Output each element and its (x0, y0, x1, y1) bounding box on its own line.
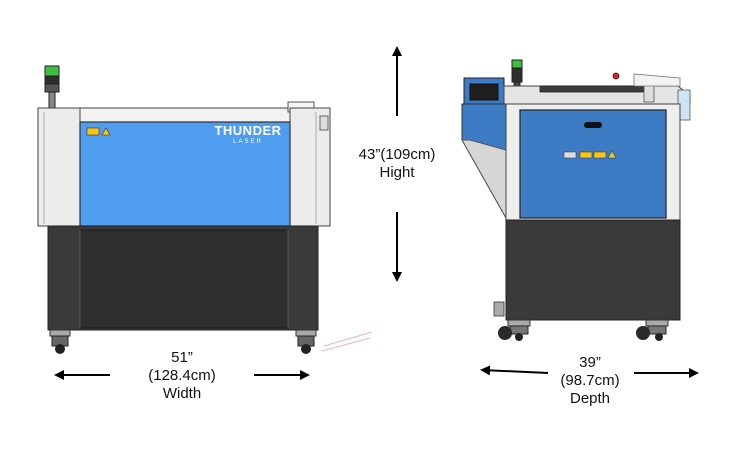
emergency-stop-icon (612, 72, 620, 80)
height-label: Hight (379, 164, 415, 181)
cabinet-door (79, 229, 289, 329)
warning-label (86, 127, 100, 136)
height-value: 43”(109cm) (358, 146, 436, 163)
beacon-light (44, 65, 60, 109)
width-label: Width (162, 385, 202, 402)
front-caster-left (49, 329, 71, 354)
left-side-frame (37, 107, 81, 227)
depth-dimension: 39” (98.7cm) Depth (540, 354, 640, 408)
side-caster-right (636, 319, 669, 341)
brand-sub: LASER (233, 139, 263, 145)
depth-value: 39” (579, 354, 601, 371)
depth-arrow (480, 365, 699, 378)
depth-metric: (98.7cm) (560, 372, 620, 389)
width-dimension: 51” (128.4cm) Width (132, 349, 232, 403)
side-bottom-cabinet (505, 219, 681, 321)
height-dimension: 43”(109cm) Hight (342, 146, 452, 182)
side-view-machine (461, 59, 691, 341)
width-metric: (128.4cm) (148, 367, 216, 384)
front-blue-panel (79, 121, 291, 227)
front-caster-right (295, 329, 317, 354)
side-caster-left (493, 301, 531, 341)
top-lid (79, 107, 291, 123)
brand-logo: THUNDER LASER (212, 124, 284, 146)
width-value: 51” (171, 349, 193, 366)
warning-triangle-icon (101, 127, 111, 136)
side-warning-label (563, 151, 577, 159)
brand-name: THUNDER (214, 123, 282, 138)
depth-label: Depth (569, 390, 611, 407)
front-view-machine (37, 65, 373, 354)
door-handle (584, 122, 602, 128)
